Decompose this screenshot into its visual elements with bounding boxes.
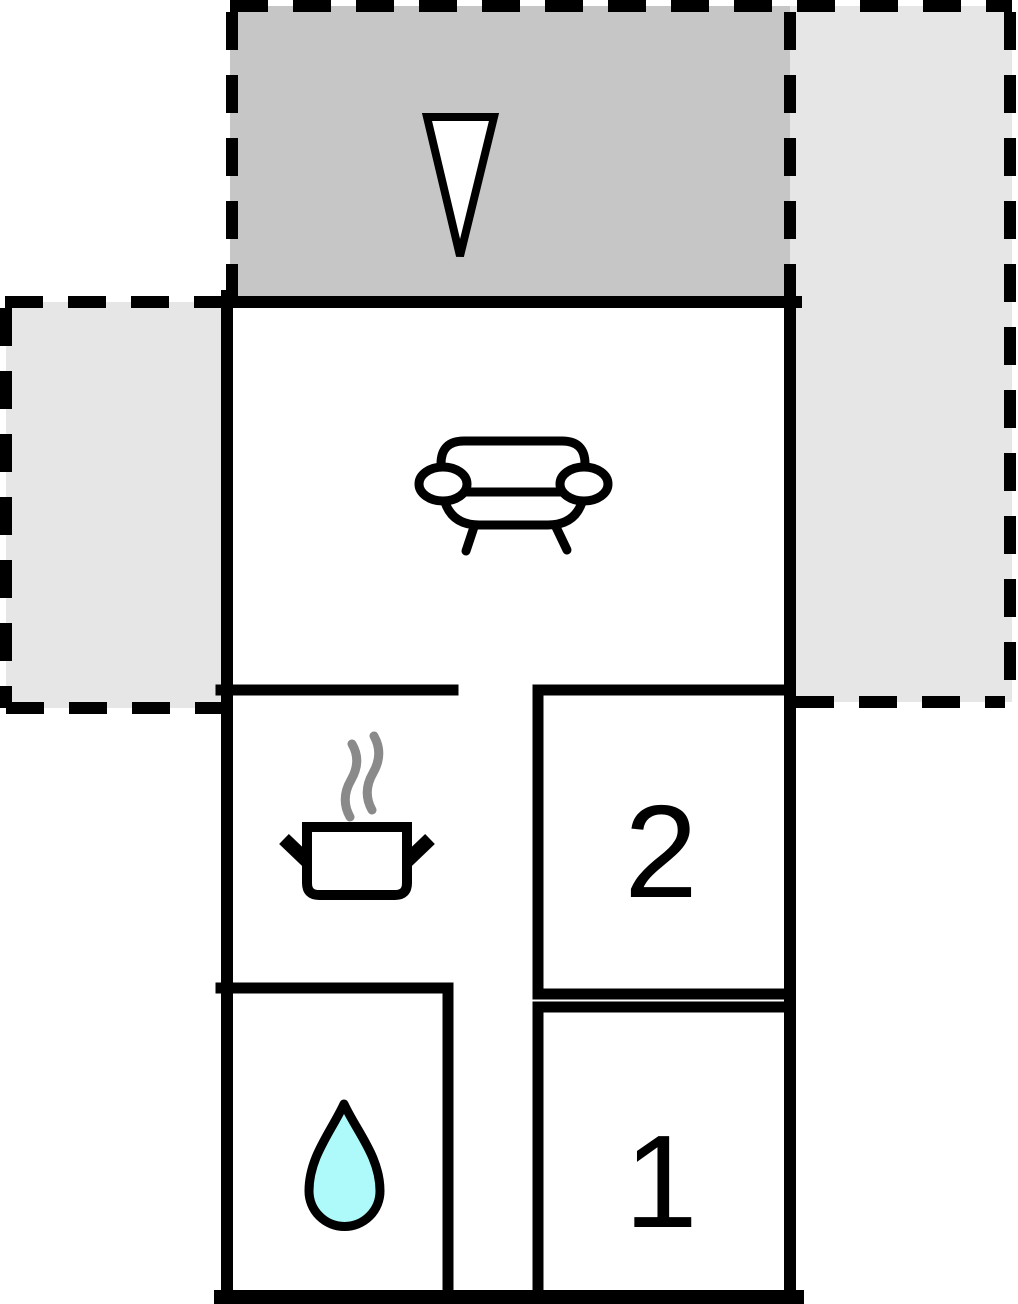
sofa-leg-left — [461, 522, 479, 556]
outdoor-areas — [6, 6, 1012, 708]
sofa-base — [439, 494, 588, 530]
steam-icon — [340, 731, 384, 822]
bedroom-2-label: 2 — [624, 778, 697, 925]
entrance-arrow-icon — [421, 113, 500, 257]
steam-line-1 — [340, 739, 362, 822]
entrance-patio-area — [230, 6, 790, 302]
sofa-armrest-right — [555, 462, 613, 506]
interior-walls — [215, 684, 796, 1303]
steam-line-2 — [362, 731, 384, 815]
bedroom-1-label: 1 — [624, 1108, 697, 1255]
dashed-boundaries — [0, 0, 1016, 714]
left-terrace-area — [6, 302, 222, 708]
building-outline — [214, 290, 804, 1304]
bathroom-walls — [215, 982, 454, 1303]
right-terrace-area — [790, 6, 1012, 702]
sofa-icon — [414, 436, 613, 556]
sofa-leg-right — [551, 522, 572, 555]
building-interior — [228, 302, 790, 1290]
bedroom-2-walls — [532, 684, 796, 1000]
water-drop-icon — [304, 1099, 385, 1231]
pot-body — [302, 822, 412, 900]
sofa-armrest-left — [414, 462, 472, 506]
sofa-back — [436, 436, 590, 477]
bedroom-1-walls — [532, 1001, 796, 1303]
cooking-pot-icon — [279, 822, 435, 900]
